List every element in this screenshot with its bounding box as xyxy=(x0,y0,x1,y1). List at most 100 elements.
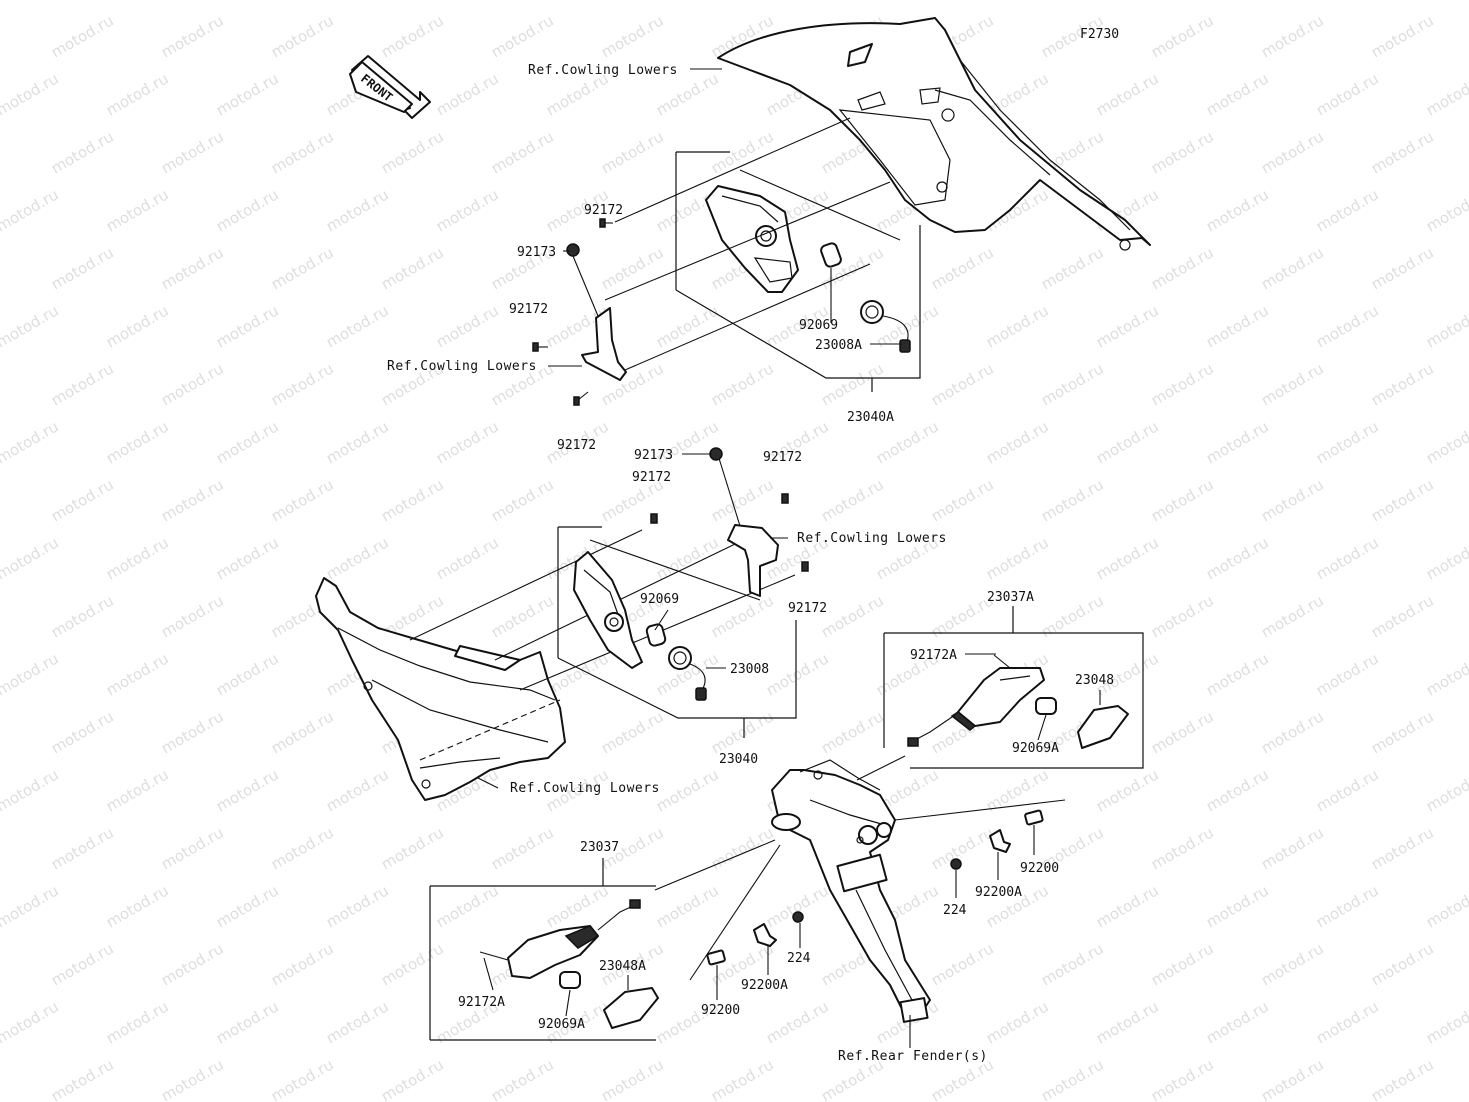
watermark-text: motod.ru xyxy=(323,765,392,815)
watermark-text: motod.ru xyxy=(1423,69,1469,119)
watermark-text: motod.ru xyxy=(0,997,62,1047)
watermark-text: motod.ru xyxy=(763,649,832,699)
upper-bracket-part xyxy=(581,307,627,381)
watermark-text: motod.ru xyxy=(0,649,62,699)
watermark-text: motod.ru xyxy=(1313,0,1382,3)
watermark-text: motod.ru xyxy=(983,997,1052,1047)
watermark-text: motod.ru xyxy=(708,359,777,409)
watermark-text: motod.ru xyxy=(378,475,447,525)
watermark-text: motod.ru xyxy=(983,417,1052,467)
watermark-text: motod.ru xyxy=(708,475,777,525)
watermark-text: motod.ru xyxy=(1258,127,1327,177)
watermark-text: motod.ru xyxy=(323,533,392,583)
part-label-224-left: 224 xyxy=(787,951,811,966)
watermark-text: motod.ru xyxy=(543,881,612,931)
watermark-text: motod.ru xyxy=(433,301,502,351)
watermark-text: motod.ru xyxy=(103,765,172,815)
watermark-text: motod.ru xyxy=(598,707,667,757)
watermark-text: motod.ru xyxy=(488,475,557,525)
part-label-92172-f: 92172 xyxy=(788,601,827,616)
lower-bracket-part xyxy=(727,524,779,597)
watermark-text: motod.ru xyxy=(1148,243,1217,293)
watermark-text: motod.ru xyxy=(1313,765,1382,815)
watermark-text: motod.ru xyxy=(983,533,1052,583)
ref-cowling-lowers-bottom: Ref.Cowling Lowers xyxy=(510,781,660,796)
watermark-text: motod.ru xyxy=(378,939,447,989)
watermark-text: motod.ru xyxy=(1368,359,1437,409)
watermark-text: motod.ru xyxy=(433,533,502,583)
part-label-92069-upper: 92069 xyxy=(799,318,838,333)
ref-cowling-lowers-top: Ref.Cowling Lowers xyxy=(528,63,678,78)
watermark-text: motod.ru xyxy=(1093,881,1162,931)
watermark-text: motod.ru xyxy=(48,1055,117,1102)
watermark-text: motod.ru xyxy=(653,0,722,3)
watermark-text: motod.ru xyxy=(1368,11,1437,61)
watermark-text: motod.ru xyxy=(653,301,722,351)
watermark-text: motod.ru xyxy=(1423,301,1469,351)
watermark-text: motod.ru xyxy=(488,11,557,61)
watermark-text: motod.ru xyxy=(378,243,447,293)
watermark-text: motod.ru xyxy=(1093,0,1162,3)
watermark-text: motod.ru xyxy=(1258,939,1327,989)
watermark-text: motod.ru xyxy=(1203,301,1272,351)
watermark-text: motod.ru xyxy=(1423,765,1469,815)
watermark-text: motod.ru xyxy=(1423,881,1469,931)
watermark-text: motod.ru xyxy=(0,69,62,119)
assembly-box-23040 xyxy=(557,526,797,738)
watermark-text: motod.ru xyxy=(1313,69,1382,119)
bulb-92069-upper xyxy=(820,242,842,268)
watermark-text: motod.ru xyxy=(1258,243,1327,293)
part-label-92172-c: 92172 xyxy=(557,438,596,453)
watermark-text: motod.ru xyxy=(158,823,227,873)
lower-cowling-part xyxy=(315,577,566,801)
ref-rear-fender: Ref.Rear Fender(s) xyxy=(838,1049,988,1064)
watermark-text: motod.ru xyxy=(158,939,227,989)
watermark-text: motod.ru xyxy=(1038,359,1107,409)
upper-cowling-part xyxy=(717,17,1151,251)
watermark-text: motod.ru xyxy=(158,591,227,641)
assembly-box-23037 xyxy=(429,858,656,1041)
watermark-text: motod.ru xyxy=(1203,649,1272,699)
watermark-text: motod.ru xyxy=(158,359,227,409)
watermark-text: motod.ru xyxy=(433,0,502,3)
watermark-text: motod.ru xyxy=(1258,475,1327,525)
watermark-text: motod.ru xyxy=(1093,533,1162,583)
watermark-text: motod.ru xyxy=(488,1055,557,1102)
watermark-text: motod.ru xyxy=(818,475,887,525)
watermark-text: motod.ru xyxy=(708,707,777,757)
watermark-text: motod.ru xyxy=(158,127,227,177)
watermark-text: motod.ru xyxy=(928,359,997,409)
watermark-text: motod.ru xyxy=(1148,11,1217,61)
watermark-text: motod.ru xyxy=(48,475,117,525)
watermark-text: motod.ru xyxy=(48,939,117,989)
part-label-92172A-left: 92172A xyxy=(458,995,505,1010)
watermark-text: motod.ru xyxy=(928,475,997,525)
watermark-text: motod.ru xyxy=(1368,1055,1437,1102)
watermark-text: motod.ru xyxy=(323,417,392,467)
part-label-224-right: 224 xyxy=(943,903,967,918)
watermark-text: motod.ru xyxy=(1368,707,1437,757)
watermark-text: motod.ru xyxy=(268,359,337,409)
watermark-text: motod.ru xyxy=(103,417,172,467)
watermark-text: motod.ru xyxy=(763,0,832,3)
screws-upper xyxy=(532,218,613,406)
watermark-text: motod.ru xyxy=(0,765,62,815)
watermark-text: motod.ru xyxy=(158,243,227,293)
watermark-text: motod.ru xyxy=(1148,1055,1217,1102)
watermark-text: motod.ru xyxy=(1313,417,1382,467)
watermark-text: motod.ru xyxy=(1258,359,1327,409)
nut-224-right xyxy=(950,858,962,870)
watermark-text: motod.ru xyxy=(1148,939,1217,989)
guide-lines-lower xyxy=(409,529,796,761)
part-label-92069-lower: 92069 xyxy=(640,592,679,607)
reflector-92200-right xyxy=(1024,809,1044,826)
watermark-text: motod.ru xyxy=(598,243,667,293)
figure-code: F2730 xyxy=(1080,27,1119,42)
clamp-92200A-left xyxy=(753,923,777,947)
watermark-text: motod.ru xyxy=(818,359,887,409)
watermark-text: motod.ru xyxy=(323,881,392,931)
watermark-text: motod.ru xyxy=(1258,1055,1327,1102)
watermark-text: motod.ru xyxy=(1423,417,1469,467)
watermark-text: motod.ru xyxy=(378,127,447,177)
watermark-text: motod.ru xyxy=(818,707,887,757)
